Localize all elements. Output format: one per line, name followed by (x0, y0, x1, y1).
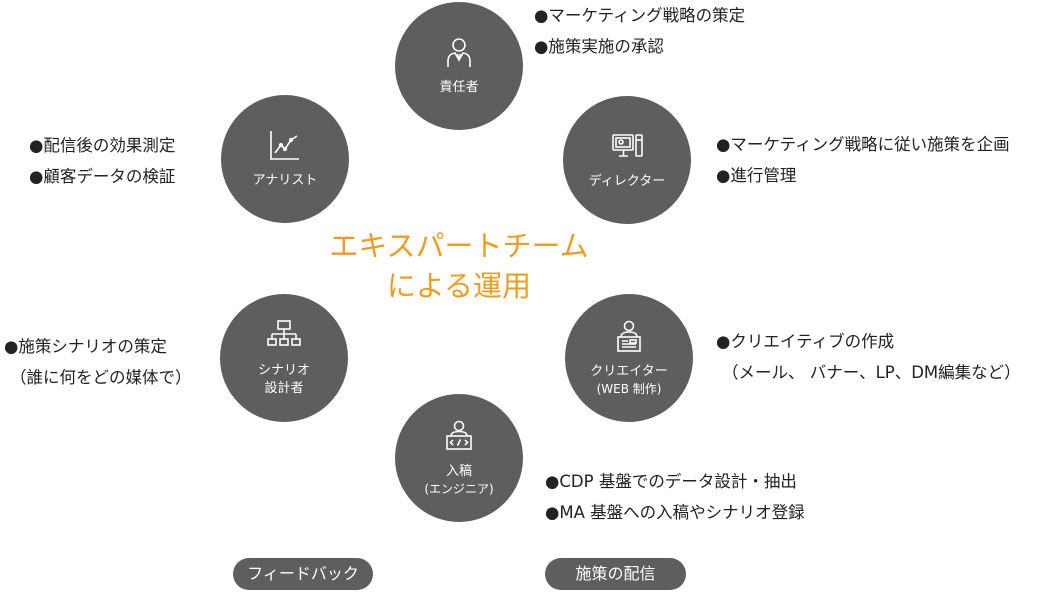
center-title: エキスパートチーム による運用 (320, 226, 598, 306)
node-manager-label: 責任者 (439, 80, 479, 95)
node-director-label: ディレクター (588, 174, 666, 189)
note-line: ●施策シナリオの策定 (4, 337, 167, 356)
notes-director: ●マーケティング戦略に従い施策を企画 ●進行管理 (716, 129, 1010, 191)
node-creator: クリエイター (WEB 制作) (565, 294, 693, 422)
node-engineer: 入稿 (エンジニア) (395, 394, 523, 522)
notes-creator: ●クリエイティブの作成 （メール、 バナー、LP、DM編集など） (716, 326, 1021, 388)
delivery-pill: 施策の配信 (545, 558, 686, 590)
flowchart-icon (267, 320, 301, 346)
node-engineer-sub: (エンジニア) (424, 482, 494, 496)
notes-engineer: ●CDP 基盤でのデータ設計・抽出 ●MA 基盤への入稿やシナリオ登録 (545, 466, 805, 528)
note-line: （メール、 バナー、LP、DM編集など） (722, 363, 1021, 382)
notes-analyst: ●配信後の効果測定 ●顧客データの検証 (29, 130, 175, 192)
node-director: ディレクター (563, 96, 691, 224)
feedback-pill: フィードバック (233, 558, 373, 590)
node-creator-label: クリエイター (590, 364, 668, 379)
note-line: ●クリエイティブの作成 (716, 332, 895, 351)
center-title-line2: による運用 (386, 269, 532, 303)
node-analyst-label: アナリスト (252, 173, 318, 188)
designer-icon (617, 320, 641, 352)
chart-icon (270, 131, 299, 160)
node-scenario-label1: シナリオ (257, 363, 310, 378)
node-creator-sub: (WEB 制作) (596, 382, 662, 396)
note-line: ●配信後の効果測定 (29, 136, 176, 155)
note-line: ●マーケティング戦略の策定 (534, 6, 746, 25)
notes-manager: ●マーケティング戦略の策定 ●施策実施の承認 (534, 0, 745, 62)
note-line: ●施策実施の承認 (534, 37, 664, 56)
note-line: ●CDP 基盤でのデータ設計・抽出 (545, 472, 797, 491)
node-manager: 責任者 (395, 2, 523, 130)
note-line: ●進行管理 (716, 166, 797, 185)
note-line: ●マーケティング戦略に従い施策を企画 (716, 135, 1010, 154)
notes-scenario: ●施策シナリオの策定 （誰に何をどの媒体で） (4, 331, 192, 393)
node-engineer-label: 入稿 (445, 464, 472, 479)
node-scenario-label2: 設計者 (264, 381, 304, 396)
manager-icon (447, 38, 471, 67)
coder-icon (446, 420, 472, 450)
node-analyst: アナリスト (221, 95, 349, 223)
note-line: ●MA 基盤への入稿やシナリオ登録 (545, 503, 805, 522)
center-title-line1: エキスパートチーム (329, 229, 589, 263)
node-scenario: シナリオ 設計者 (220, 294, 348, 422)
note-line: ●顧客データの検証 (29, 167, 176, 186)
note-line: （誰に何をどの媒体で） (10, 368, 192, 387)
monitor-icon (612, 134, 643, 157)
